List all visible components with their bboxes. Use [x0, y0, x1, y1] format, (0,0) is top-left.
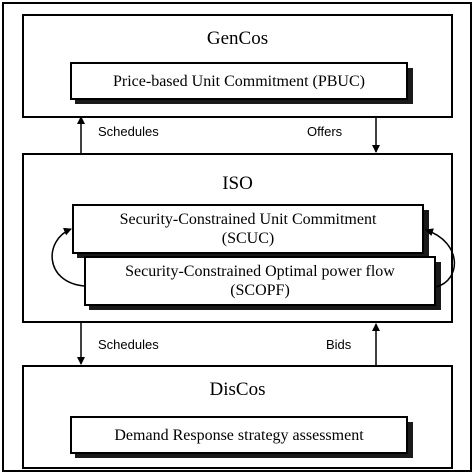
pbuc-box: Price-based Unit Commitment (PBUC) [70, 62, 408, 100]
left-loop-arrow-a [51, 227, 85, 287]
demand-response-label: Demand Response strategy assessment [114, 426, 364, 444]
bids-label: Bids [326, 337, 352, 352]
scopf-line2: (SCOPF) [230, 282, 290, 299]
scopf-line1: Security-Constrained Optimal power flow [125, 263, 395, 280]
scuc-box: Security-Constrained Unit Commitment (SC… [72, 204, 424, 254]
scuc-line1: Security-Constrained Unit Commitment [119, 211, 377, 228]
right-loop-arrow-a [425, 228, 456, 288]
offers-label: Offers [307, 124, 343, 139]
discos-title: DisCos [209, 379, 266, 400]
gencos-title: GenCos [206, 28, 269, 49]
scuc-line2: (SCUC) [221, 230, 275, 247]
iso-title: ISO [222, 173, 253, 194]
demand-response-box: Demand Response strategy assessment [70, 416, 408, 454]
pbuc-label: Price-based Unit Commitment (PBUC) [113, 72, 365, 90]
schedules-up-label: Schedules [98, 124, 159, 139]
schedules-down-label: Schedules [98, 337, 159, 352]
scopf-box: Security-Constrained Optimal power flow … [84, 256, 436, 306]
